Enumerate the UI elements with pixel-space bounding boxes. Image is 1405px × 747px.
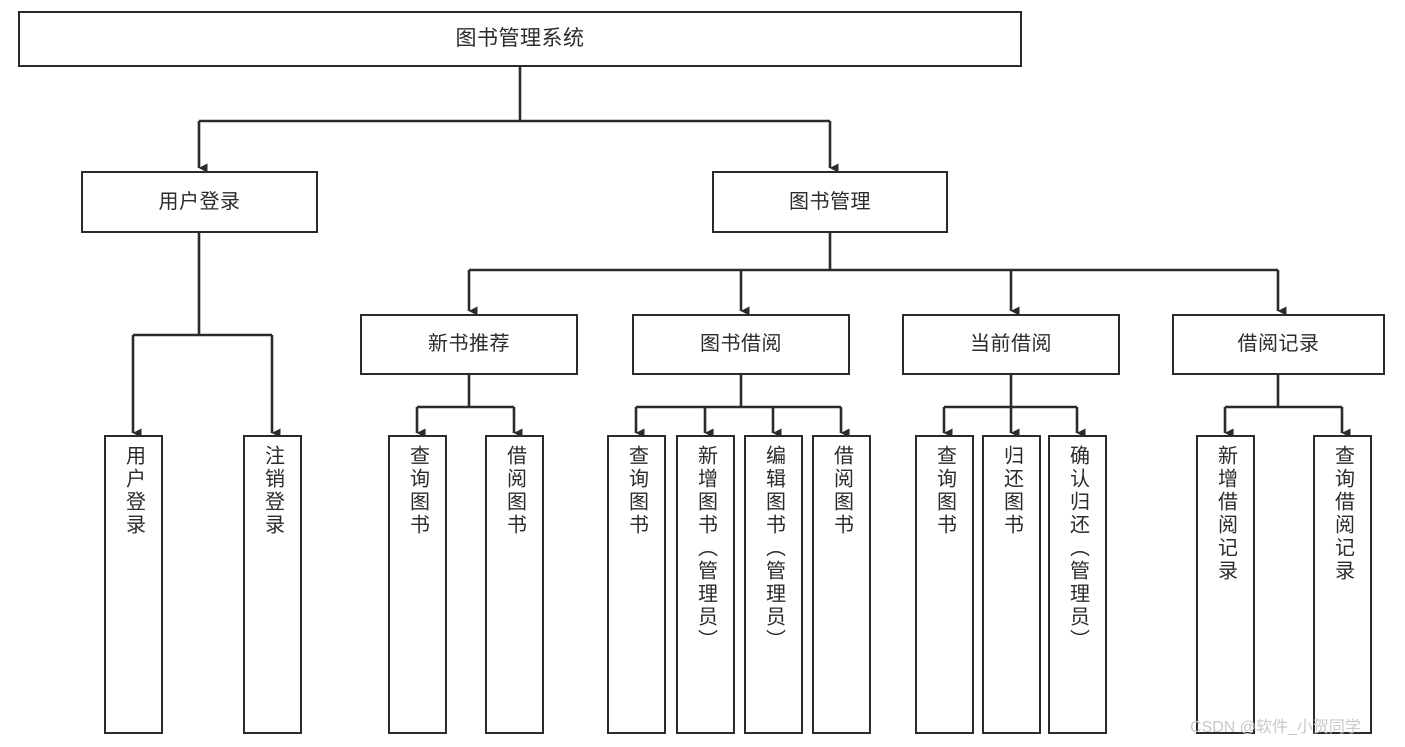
leaf-borrow-record-add-record[interactable]: 新增借阅记录 [1196,435,1255,734]
node-label: 新增图书（管理员） [694,445,717,652]
node-label: 查询图书 [625,445,648,537]
node-label: 新书推荐 [428,333,510,355]
node-label: 用户登录 [158,190,241,213]
leaf-book-borrow-edit-book-admin[interactable]: 编辑图书（管理员） [744,435,803,734]
node-current-borrow[interactable]: 当前借阅 [902,314,1120,375]
leaf-user-login-logout[interactable]: 注销登录 [243,435,302,734]
leaf-current-borrow-confirm-return-admin[interactable]: 确认归还（管理员） [1048,435,1107,734]
node-label: 借阅记录 [1237,333,1320,355]
csdn-watermark: CSDN @软件_小贺同学 [1190,719,1361,736]
node-user-login[interactable]: 用户登录 [81,171,318,233]
leaf-current-borrow-return-book[interactable]: 归还图书 [982,435,1041,734]
node-label: 图书管理系统 [455,26,585,50]
leaf-book-borrow-add-book-admin[interactable]: 新增图书（管理员） [676,435,735,734]
node-label: 新增借阅记录 [1214,445,1237,583]
node-label: 用户登录 [122,445,145,537]
node-label: 注销登录 [261,445,284,537]
leaf-user-login-login[interactable]: 用户登录 [104,435,163,734]
node-label: 查询图书 [933,445,956,537]
leaf-new-book-query-book[interactable]: 查询图书 [388,435,447,734]
node-label: 借阅图书 [503,445,526,537]
node-label: 确认归还（管理员） [1066,445,1089,652]
node-label: 查询借阅记录 [1331,445,1354,583]
node-book-borrow[interactable]: 图书借阅 [632,314,850,375]
node-label: 当前借阅 [970,333,1052,355]
leaf-borrow-record-query-record[interactable]: 查询借阅记录 [1313,435,1372,734]
node-label: 借阅图书 [830,445,853,537]
node-label: 归还图书 [1000,445,1023,537]
node-new-book-recommend[interactable]: 新书推荐 [360,314,578,375]
leaf-book-borrow-borrow-book[interactable]: 借阅图书 [812,435,871,734]
leaf-new-book-borrow-book[interactable]: 借阅图书 [485,435,544,734]
node-label: 图书管理 [789,190,871,213]
node-book-management[interactable]: 图书管理 [712,171,948,233]
node-label: 图书借阅 [700,333,782,355]
node-label: 编辑图书（管理员） [762,445,785,652]
leaf-current-borrow-query-book[interactable]: 查询图书 [915,435,974,734]
node-root-book-management-system[interactable]: 图书管理系统 [18,11,1022,67]
leaf-book-borrow-query-book[interactable]: 查询图书 [607,435,666,734]
node-borrow-record[interactable]: 借阅记录 [1172,314,1385,375]
node-label: 查询图书 [406,445,429,537]
